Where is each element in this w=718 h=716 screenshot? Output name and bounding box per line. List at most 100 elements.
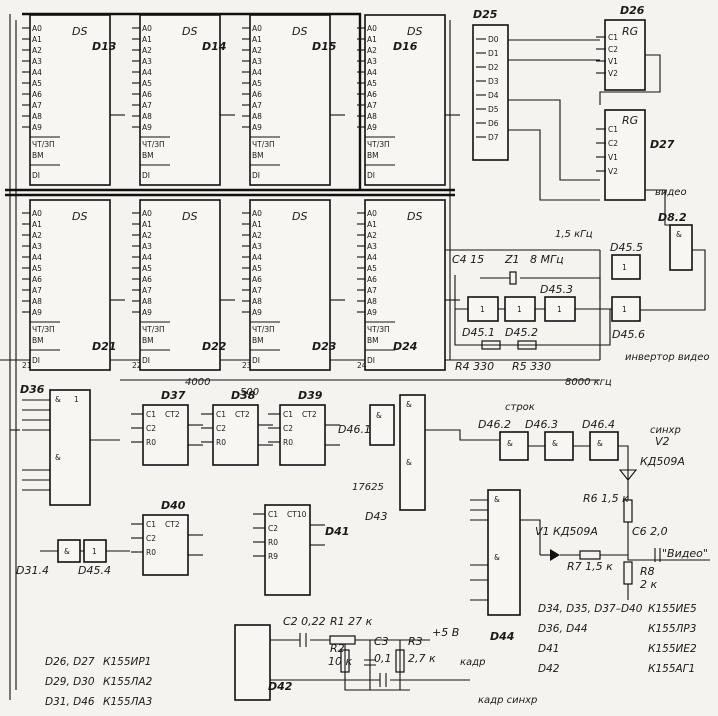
svg-text:1: 1 — [74, 395, 79, 404]
address-pin-label: A2 — [252, 46, 262, 55]
address-pin-label: A6 — [367, 90, 377, 99]
counter-body — [264, 504, 311, 596]
address-pin-label: A7 — [367, 101, 377, 110]
gate-d46-1: & D46.1 — [338, 404, 395, 446]
ctrl-pin-select: ВМ — [367, 336, 379, 345]
address-pin-label: A4 — [32, 68, 42, 77]
counter-body — [212, 404, 259, 466]
freq-label: 8 МГц — [530, 253, 564, 266]
address-pin-label: A5 — [142, 79, 152, 88]
legend-chip-list: D26, D27 — [45, 656, 95, 668]
memory-chip-body — [29, 199, 111, 371]
gate-d36-label: D36 — [20, 383, 45, 396]
address-pin-label: A8 — [252, 112, 262, 121]
address-pin-label: A2 — [142, 46, 152, 55]
gate-d44: & & D44 — [470, 489, 541, 643]
address-pin-label: A7 — [142, 101, 152, 110]
power-label: +5 В — [432, 626, 459, 639]
gate-d46-4-label: D46.4 — [582, 418, 615, 431]
counter-pin-label: C2 — [283, 424, 293, 433]
ctrl-pin-rw: ЧТ/ЗП — [367, 325, 390, 334]
svg-text:&: & — [376, 411, 382, 420]
svg-text:&: & — [55, 453, 61, 462]
data-pin: DI — [367, 171, 375, 180]
gate-d46-4: & D46.4 — [528, 418, 629, 480]
address-pin-label: A5 — [32, 79, 42, 88]
data-pin: DI — [252, 356, 260, 365]
register-pin-label: D4 — [488, 91, 499, 100]
legend-chip-list: D31, D46 — [45, 696, 95, 708]
note-1-5khz: 1,5 кГц — [555, 229, 593, 240]
gate-d46-1-label: D46.1 — [338, 423, 371, 436]
svg-text:1: 1 — [480, 305, 485, 314]
address-pin-label: A4 — [252, 253, 262, 262]
svg-text:&: & — [55, 395, 61, 404]
r7-label: R7 1,5 к — [567, 560, 613, 573]
gate-d31-4-label: D31.4 — [16, 564, 49, 577]
chip-d27-label: D27 — [650, 138, 675, 151]
memory-chip-type: DS — [292, 210, 307, 223]
handwritten-notes: 4000 500 1,5 кГц инвертор видео 8000 кгц… — [185, 187, 709, 706]
svg-text:1: 1 — [92, 547, 97, 556]
counter-type: CT2 — [165, 410, 180, 419]
c4-label: C4 15 — [452, 253, 484, 266]
bottom-pin-number: 22 — [132, 361, 142, 370]
address-pin-label: A0 — [367, 24, 377, 33]
memory-chip-body — [139, 14, 221, 186]
data-pin: DI — [252, 171, 260, 180]
gate-d45-3-label: D45.3 — [540, 283, 573, 296]
oscillator-circuit: 1 1 1 1 1 C4 15 Z1 8 МГц R4 330 R5 330 D… — [452, 241, 645, 373]
data-pin: DI — [142, 171, 150, 180]
legend-chip-list: D36, D44 — [538, 623, 588, 635]
register-pin-label: V1 — [608, 57, 618, 66]
counter-pin-label: R0 — [283, 438, 293, 447]
counter-label: D38 — [231, 389, 256, 402]
register-pin-label: V2 — [608, 69, 618, 78]
register-pin-label: V2 — [608, 167, 618, 176]
r2-value: 10 к — [328, 655, 352, 668]
r8-value: 2 к — [640, 578, 657, 591]
address-pin-label: A4 — [367, 253, 377, 262]
r8-label: R8 — [640, 565, 655, 578]
svg-text:&: & — [64, 547, 70, 556]
address-pin-label: A3 — [32, 242, 42, 251]
memory-chip-type: DS — [292, 25, 307, 38]
svg-text:&: & — [494, 553, 500, 562]
address-pin-label: A4 — [142, 68, 152, 77]
register-pin-label: D5 — [488, 105, 499, 114]
address-pin-label: A7 — [32, 286, 42, 295]
memory-chip-body — [364, 14, 446, 186]
legend-chip-type: К155ИЕ2 — [648, 643, 697, 655]
ctrl-pin-rw: ЧТ/ЗП — [142, 325, 165, 334]
address-pin-label: A9 — [32, 308, 42, 317]
counter-pin-label: R0 — [216, 438, 226, 447]
gate-d45-4: 1 D45.4 — [40, 539, 130, 577]
gate-d44-label: D44 — [490, 630, 514, 643]
counter-type: CT10 — [287, 510, 307, 519]
address-pin-label: A5 — [252, 79, 262, 88]
svg-text:1: 1 — [557, 305, 562, 314]
address-pin-label: A9 — [367, 123, 377, 132]
c6-label: C6 2,0 — [632, 525, 668, 538]
memory-chip-label: D13 — [92, 40, 117, 53]
address-pin-label: A6 — [367, 275, 377, 284]
note-frame-sync: кадр синхр — [478, 695, 537, 706]
address-pin-label: A1 — [32, 35, 42, 44]
address-pin-label: A5 — [367, 79, 377, 88]
address-pin-label: A8 — [32, 297, 42, 306]
register-pin-label: C1 — [608, 125, 618, 134]
memory-chip-type: DS — [182, 25, 197, 38]
gate-d46-3: & D46.3 — [525, 418, 574, 461]
svg-text:&: & — [494, 495, 500, 504]
address-pin-label: A9 — [252, 308, 262, 317]
chip-d26-label: D26 — [620, 4, 645, 17]
address-pin-label: A6 — [252, 90, 262, 99]
note-video-top: видео — [655, 187, 687, 198]
memory-chip-label: D14 — [202, 40, 226, 53]
